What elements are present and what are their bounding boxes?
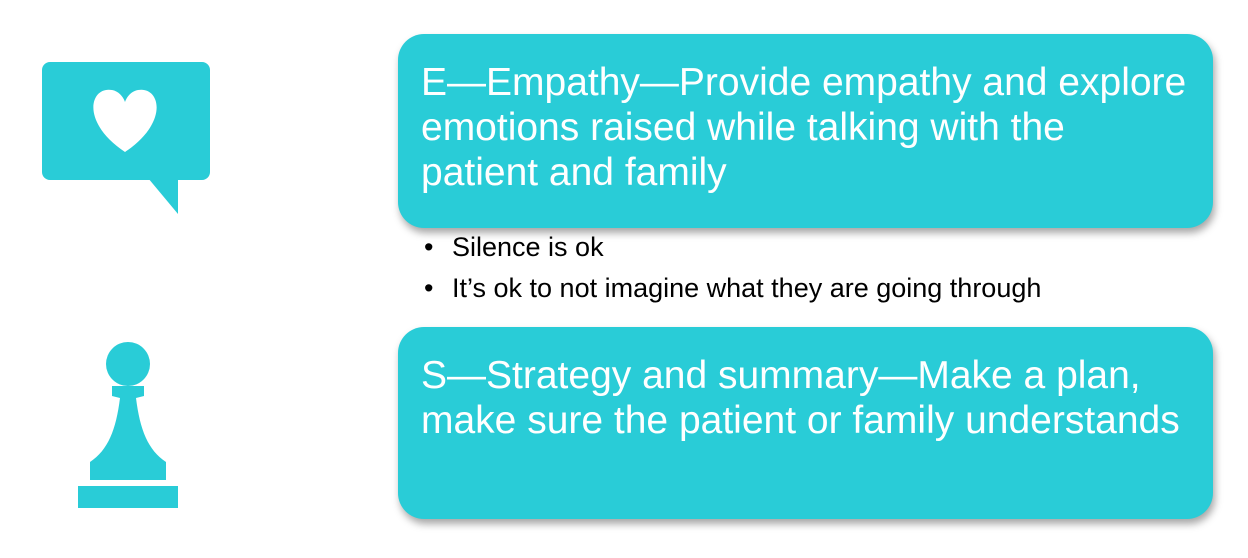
- strategy-step-box: S—Strategy and summary—Make a plan, make…: [398, 327, 1213, 519]
- strategy-step-text: S—Strategy and summary—Make a plan, make…: [421, 354, 1180, 442]
- bullet-marker: •: [424, 273, 434, 303]
- list-item-text: Silence is ok: [452, 232, 604, 262]
- empathy-step-text: E—Empathy—Provide empathy and explore em…: [421, 61, 1187, 194]
- heart-speech-bubble-icon: [40, 60, 212, 216]
- list-item: • Silence is ok: [424, 232, 1184, 262]
- list-item-text: It’s ok to not imagine what they are goi…: [452, 273, 1042, 303]
- empathy-tips-list: • Silence is ok • It’s ok to not imagine…: [424, 232, 1184, 324]
- bullet-marker: •: [424, 232, 434, 262]
- empathy-step-box: E—Empathy—Provide empathy and explore em…: [398, 34, 1213, 228]
- list-item: • It’s ok to not imagine what they are g…: [424, 273, 1184, 303]
- pawn-icon: [74, 340, 182, 510]
